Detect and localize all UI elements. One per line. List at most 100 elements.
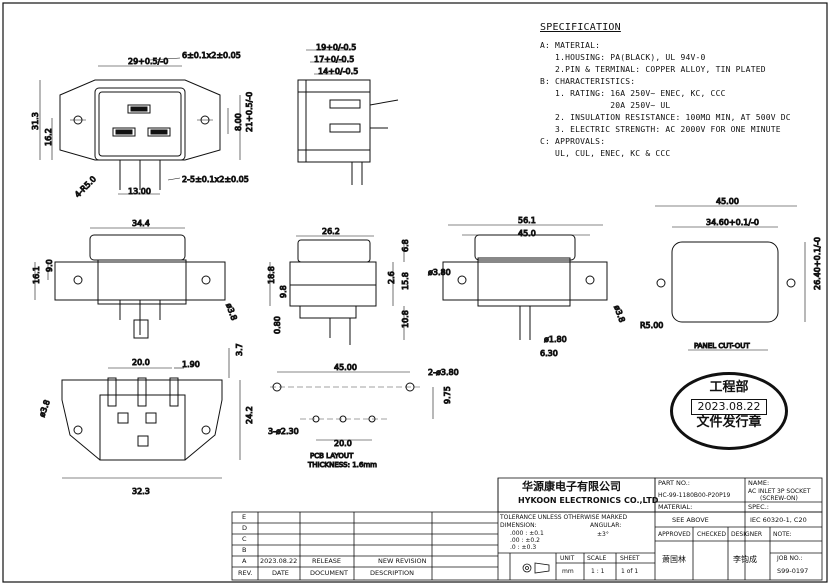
panel-cutout-label: PANEL CUT-OUT <box>694 342 750 350</box>
dim-height-mid: 16.2 <box>44 128 53 146</box>
release-stamp: 工程部 2023.08.22 文件发行章 <box>670 372 788 450</box>
dim-mid-26: 26.2 <box>322 227 340 236</box>
spec-line: 1. RATING: 16A 250V~ ENEC, KC, CCC <box>540 89 726 98</box>
dim-r-38: ø3.8 <box>612 304 626 324</box>
dim-r-56: 56.1 <box>518 216 536 225</box>
dim-r-380: ø3.80 <box>428 268 451 277</box>
rev-a-date: 2023.08.22 <box>260 557 298 565</box>
name-line-1: AC INLET 3P SOCKET <box>748 488 811 495</box>
checked-label: CHECKED <box>697 531 727 538</box>
spec-label: SPEC.: <box>748 503 769 511</box>
spec-line: UL, CUL, ENEC, KC & CCC <box>540 149 671 158</box>
rev-row-a: A <box>242 557 247 565</box>
dim-side-19: 19+0/-0.5 <box>316 43 356 52</box>
rev-row-e: E <box>242 513 247 521</box>
dim-p-26: 26.40+0.1/-0 <box>813 237 822 290</box>
title-block <box>231 477 823 581</box>
tolerance-3: .0 : ±0.3 <box>510 544 537 551</box>
dim-mid-18: 18.8 <box>267 266 276 284</box>
dim-b-190: 1.90 <box>182 360 200 369</box>
dim-front-9: 9.0 <box>45 259 54 272</box>
dim-p-45: 45.00 <box>716 197 739 206</box>
designer-by: 李钧成 <box>733 555 757 564</box>
dim-p-34: 34.60+0.1/-0 <box>706 218 759 227</box>
stamp-date: 2023.08.22 <box>690 399 768 415</box>
sheet-label: SHEET <box>620 555 640 562</box>
front-view-middle <box>34 227 226 339</box>
dim-r-180: ø1.80 <box>544 335 567 344</box>
dim-b-242: 24.2 <box>245 406 254 424</box>
dim-pcb-45: 45.00 <box>334 363 357 372</box>
rev-row-b: B <box>242 546 247 554</box>
dim-mid-15: 15.8 <box>401 272 410 290</box>
part-no-label: PART NO.: <box>658 479 691 487</box>
spec-title: SPECIFICATION <box>540 22 621 33</box>
side-view-middle <box>269 235 405 345</box>
dim-pin-top: 6±0.1x2±0.05 <box>182 51 241 60</box>
tolerance-angular-value: ±3° <box>597 531 609 538</box>
company-name-cn: 华源康电子有限公司 <box>522 480 621 493</box>
spec-line: B: CHARACTERISTICS: <box>540 77 636 86</box>
dim-pin-bottom: 2-5±0.1x2±0.05 <box>182 175 249 184</box>
dim-top-width: 29+0.5/-0 <box>128 57 168 66</box>
note-label: NOTE: <box>773 531 792 538</box>
dim-front-16: 16.1 <box>32 266 41 284</box>
dim-b-37: 3.7 <box>235 343 244 356</box>
dim-mid-6: 6.8 <box>401 239 410 252</box>
approved-label: APPROVED <box>658 531 691 538</box>
tolerance-1: .000 : ±0.1 <box>510 530 544 537</box>
tolerance-title: TOLERANCE UNLESS OTHERWISE MARKED <box>500 514 628 521</box>
front-view-top <box>39 57 241 195</box>
scale-label: SCALE <box>587 555 607 562</box>
spec-standard: IEC 60320-1, C20 <box>750 516 807 524</box>
dim-front-34: 34.4 <box>132 219 150 228</box>
dim-side-8: 8.00 <box>234 113 243 131</box>
unit: mm <box>562 568 574 575</box>
dim-b-323: 32.3 <box>132 487 150 496</box>
col-date: DATE <box>272 569 289 577</box>
col-document: DOCUMENT <box>310 569 348 577</box>
specification-block: SPECIFICATION A: MATERIAL: 1.HOUSING: PA… <box>540 22 825 160</box>
pcb-layout-label: PCB LAYOUT <box>310 452 354 460</box>
dim-pcb-2d: 2-ø3.80 <box>428 368 459 377</box>
spec-line: C: APPROVALS: <box>540 137 606 146</box>
name-label: NAME: <box>748 479 770 487</box>
stamp-department: 工程部 <box>709 380 749 395</box>
dim-mid-080: 0.80 <box>273 316 282 334</box>
spec-line: 2.PIN & TERMINAL: COPPER ALLOY, TIN PLAT… <box>540 65 766 74</box>
side-view-top <box>297 49 399 185</box>
dim-b-20: 20.0 <box>132 358 150 367</box>
spec-line: A: MATERIAL: <box>540 41 601 50</box>
tolerance-2: .00 : ±0.2 <box>510 537 540 544</box>
dim-front-hole: ø3.8 <box>224 302 238 322</box>
dim-mid-2: 2.6 <box>387 271 396 284</box>
dim-r-630: 6.30 <box>540 349 558 358</box>
dim-mid-10: 10.8 <box>401 310 410 328</box>
spec-line: 3. ELECTRIC STRENGTH: AC 2000V FOR ONE M… <box>540 125 781 134</box>
tolerance-dimension: DIMENSION: <box>500 522 537 529</box>
tolerance-angular: ANGULAR: <box>590 522 622 529</box>
dim-p-r5: R5.00 <box>640 321 663 330</box>
dim-mid-9: 9.8 <box>279 285 288 298</box>
dim-b-38: ø3.8 <box>37 399 51 419</box>
company-name-en: HYKOON ELECTRONICS CO.,LTD <box>518 496 659 505</box>
dim-side-21: 21+0.5/-0 <box>245 92 254 132</box>
col-rev: REV. <box>238 569 253 577</box>
rev-row-c: C <box>242 535 247 543</box>
job-no-label: JOB NO.: <box>777 555 803 562</box>
dim-pcb-975: 9.75 <box>443 386 452 404</box>
rev-a-document: RELEASE <box>312 557 342 565</box>
dim-side-14: 14+0/-0.5 <box>318 67 358 76</box>
spec-line: 1.HOUSING: PA(BLACK), UL 94V-0 <box>540 53 706 62</box>
unit-label: UNIT <box>560 555 575 562</box>
dim-pcb-20: 20.0 <box>334 439 352 448</box>
pcb-layout <box>270 371 434 441</box>
material: SEE ABOVE <box>672 516 709 524</box>
name-line-2: (SCREW-ON) <box>760 495 798 502</box>
back-view <box>442 224 608 340</box>
panel-cutout <box>655 205 806 351</box>
material-label: MATERIAL: <box>658 503 693 511</box>
bottom-view <box>61 348 241 479</box>
